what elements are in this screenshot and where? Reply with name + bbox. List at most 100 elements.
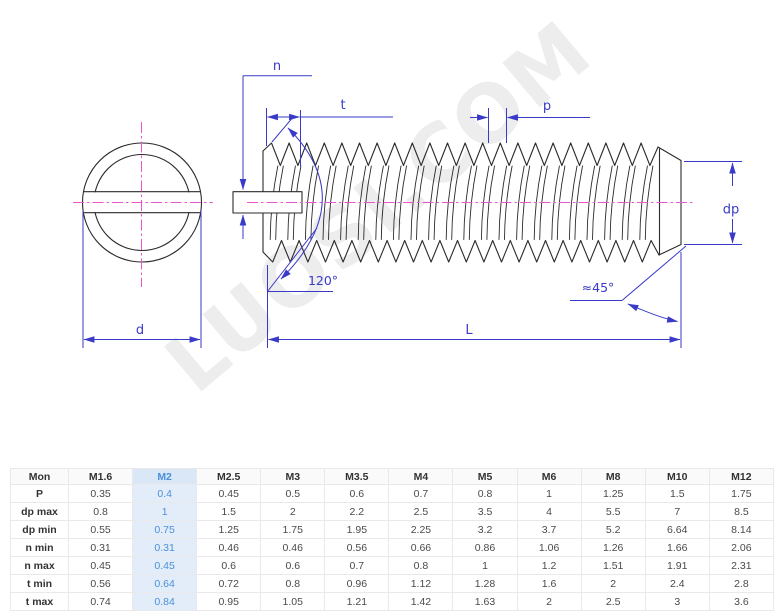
column-header-m12[interactable]: M12 (708, 468, 775, 485)
value-cell: 1.91 (644, 556, 710, 575)
value-cell: 4 (516, 502, 582, 521)
value-cell: 8.5 (708, 502, 775, 521)
row-label: t max (10, 592, 69, 611)
value-cell: 3.7 (516, 520, 582, 539)
value-cell: 0.56 (324, 538, 390, 557)
value-cell: 0.55 (67, 520, 134, 539)
value-cell: 2 (260, 502, 326, 521)
value-cell: 3.5 (452, 502, 518, 521)
value-cell: 0.46 (196, 538, 262, 557)
value-cell: 1.5 (644, 484, 710, 503)
dim-label-n: n (273, 59, 281, 74)
dim-label-p: p (543, 99, 551, 114)
dim-dp (684, 161, 746, 245)
row-label: n min (10, 538, 69, 557)
value-cell: 7 (644, 502, 710, 521)
value-cell: 1.25 (580, 484, 646, 503)
dim-label-t: t (340, 98, 345, 113)
dim-n (239, 75, 312, 239)
value-cell: 1.75 (260, 520, 326, 539)
value-cell: 0.8 (388, 556, 454, 575)
angle-label-120: 120° (308, 273, 338, 288)
value-cell: 0.74 (67, 592, 134, 611)
value-cell: 0.8 (67, 502, 134, 521)
dim-label-dp: dp (723, 203, 740, 218)
value-cell: 1 (132, 502, 198, 521)
value-cell: 6.64 (644, 520, 710, 539)
row-label: dp max (10, 502, 69, 521)
value-cell: 3 (644, 592, 710, 611)
technical-drawing: LUOSI.COM (73, 3, 746, 411)
dim-L (267, 252, 682, 348)
value-cell: 0.86 (452, 538, 518, 557)
column-header-m2[interactable]: M2 (132, 468, 198, 485)
row-label: P (10, 484, 69, 503)
value-cell: 0.6 (196, 556, 262, 575)
thread-bottom-profile (262, 239, 682, 263)
dim-angle-120 (267, 115, 333, 292)
column-header-m3[interactable]: M3 (260, 468, 326, 485)
value-cell: 1.05 (260, 592, 326, 611)
value-cell: 8.14 (708, 520, 775, 539)
value-cell: 0.8 (452, 484, 518, 503)
dim-d (82, 211, 202, 348)
column-header-m10[interactable]: M10 (644, 468, 710, 485)
column-header-m2.5[interactable]: M2.5 (196, 468, 262, 485)
value-cell: 0.56 (67, 574, 134, 593)
dim-p (470, 108, 590, 143)
value-cell: 0.35 (67, 484, 134, 503)
dim-angle-45 (570, 245, 687, 323)
column-header-m1.6[interactable]: M1.6 (67, 468, 134, 485)
value-cell: 2.06 (708, 538, 775, 557)
value-cell: 0.7 (324, 556, 390, 575)
value-cell: 0.45 (67, 556, 134, 575)
value-cell: 0.96 (324, 574, 390, 593)
row-label: dp min (10, 520, 69, 539)
value-cell: 2.5 (580, 592, 646, 611)
column-header-m6[interactable]: M6 (516, 468, 582, 485)
value-cell: 0.45 (196, 484, 262, 503)
value-cell: 0.7 (388, 484, 454, 503)
column-header-m3.5[interactable]: M3.5 (324, 468, 390, 485)
row-label: n max (10, 556, 69, 575)
dim-label-L: L (465, 323, 473, 338)
value-cell: 0.66 (388, 538, 454, 557)
value-cell: 2.8 (708, 574, 775, 593)
value-cell: 1.21 (324, 592, 390, 611)
value-cell: 3.2 (452, 520, 518, 539)
value-cell: 1.66 (644, 538, 710, 557)
value-cell: 0.64 (132, 574, 198, 593)
column-header-m8[interactable]: M8 (580, 468, 646, 485)
value-cell: 0.75 (132, 520, 198, 539)
value-cell: 0.4 (132, 484, 198, 503)
value-cell: 2.31 (708, 556, 775, 575)
value-cell: 2 (516, 592, 582, 611)
value-cell: 1.12 (388, 574, 454, 593)
value-cell: 0.95 (196, 592, 262, 611)
value-cell: 0.6 (260, 556, 326, 575)
watermark-text: LUOSI.COM (148, 3, 609, 411)
column-header-m5[interactable]: M5 (452, 468, 518, 485)
value-cell: 0.46 (260, 538, 326, 557)
thread-top-profile (262, 142, 682, 167)
value-cell: 0.6 (324, 484, 390, 503)
row-label: t min (10, 574, 69, 593)
dim-t (266, 108, 393, 166)
dim-label-d: d (136, 323, 144, 338)
column-header-mon[interactable]: Mon (10, 468, 69, 485)
value-cell: 2.25 (388, 520, 454, 539)
value-cell: 1.42 (388, 592, 454, 611)
value-cell: 2.4 (644, 574, 710, 593)
column-header-m4[interactable]: M4 (388, 468, 454, 485)
value-cell: 1 (516, 484, 582, 503)
value-cell: 1.75 (708, 484, 775, 503)
value-cell: 1 (452, 556, 518, 575)
